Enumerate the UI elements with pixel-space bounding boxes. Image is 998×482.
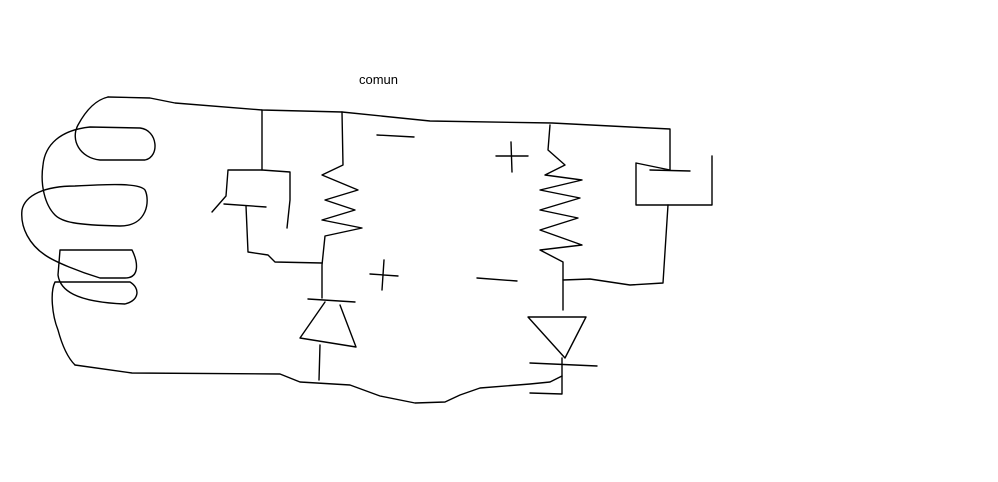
right-diode-bar <box>529 362 598 367</box>
left-resistor <box>321 111 363 299</box>
left-diode-bar <box>307 298 356 303</box>
left-diode-lead <box>318 344 321 381</box>
right-switch-return <box>562 204 669 286</box>
left-diode-triangle <box>299 301 357 348</box>
minus-sign-middle-right <box>476 277 518 282</box>
right-diode-triangle <box>527 316 587 359</box>
top-wire <box>107 96 671 171</box>
left-coil <box>21 96 156 366</box>
plus-sign-middle-left <box>369 259 399 291</box>
right-switch <box>635 155 713 206</box>
left-switch <box>211 109 263 213</box>
right-resistor <box>539 124 583 311</box>
minus-sign-top-left <box>376 134 415 138</box>
plus-sign-top-right <box>495 141 529 173</box>
right-switch-blade <box>649 169 691 172</box>
bottom-wire <box>74 364 563 404</box>
left-switch-lever <box>261 169 291 229</box>
left-switch-blade <box>223 203 323 264</box>
right-diode-lead <box>529 357 563 395</box>
comun-label: comun <box>359 72 399 87</box>
